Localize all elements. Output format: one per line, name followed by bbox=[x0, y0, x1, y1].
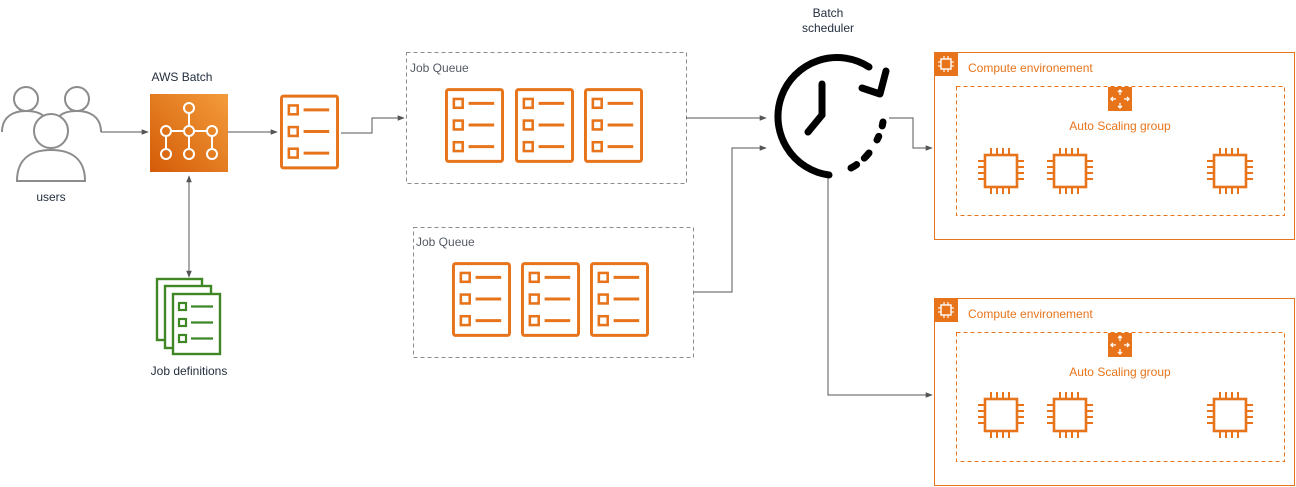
job-queue-2-label: Job Queue bbox=[416, 235, 475, 249]
auto-scaling-group-1-label: Auto Scaling group bbox=[1069, 119, 1171, 133]
job-definitions-label: Job definitions bbox=[151, 364, 228, 378]
queue-1-job-icon bbox=[584, 88, 643, 163]
ec2-instance-chip-icon bbox=[1046, 391, 1094, 439]
compute-environment-2-label: Compute environement bbox=[968, 307, 1093, 321]
scheduler-label-line2: scheduler bbox=[802, 21, 854, 35]
arrow-scheduler-to-compute-env-1 bbox=[889, 117, 933, 151]
auto-scaling-group-icon bbox=[1108, 333, 1132, 357]
connectors bbox=[101, 115, 933, 398]
users-icon bbox=[1, 86, 102, 182]
scheduler-clock-icon bbox=[774, 54, 890, 179]
users-label: users bbox=[36, 190, 65, 204]
queue-1-job-icon bbox=[515, 88, 574, 163]
submitted-job-icon bbox=[280, 94, 339, 170]
job-definitions-icon bbox=[155, 277, 222, 356]
arrow-queue-2-to-scheduler bbox=[694, 145, 767, 293]
compute-environment-1-label: Compute environement bbox=[968, 61, 1093, 75]
aws-batch-label: AWS Batch bbox=[152, 70, 213, 84]
ec2-instance-chip-icon bbox=[1046, 147, 1094, 195]
aws-batch-icon bbox=[150, 94, 228, 172]
compute-environment-2-container bbox=[934, 298, 1295, 486]
arrow-job-to-queue-1 bbox=[341, 115, 405, 134]
ec2-instance-chip-icon bbox=[1206, 391, 1254, 439]
compute-environment-1-container bbox=[934, 52, 1295, 240]
job-queue-2-container bbox=[413, 227, 694, 358]
scheduler-label-line1: Batch bbox=[813, 6, 844, 20]
auto-scaling-group-2-label: Auto Scaling group bbox=[1069, 365, 1171, 379]
compute-environment-icon bbox=[934, 298, 958, 322]
job-queue-1-label: Job Queue bbox=[410, 61, 469, 75]
auto-scaling-group-icon bbox=[1108, 87, 1132, 111]
arrow-scheduler-to-compute-env-2 bbox=[827, 178, 933, 398]
queue-2-job-icon bbox=[521, 262, 580, 337]
queue-2-job-icon bbox=[590, 262, 649, 337]
queue-1-job-icon bbox=[445, 88, 504, 163]
ec2-instance-chip-icon bbox=[1206, 147, 1254, 195]
queue-2-job-icon bbox=[452, 262, 511, 337]
ec2-instance-chip-icon bbox=[977, 391, 1025, 439]
ec2-instance-chip-icon bbox=[977, 147, 1025, 195]
auto-scaling-group-2-container bbox=[956, 332, 1285, 462]
auto-scaling-group-1-container bbox=[956, 86, 1285, 216]
compute-environment-icon bbox=[934, 52, 958, 76]
